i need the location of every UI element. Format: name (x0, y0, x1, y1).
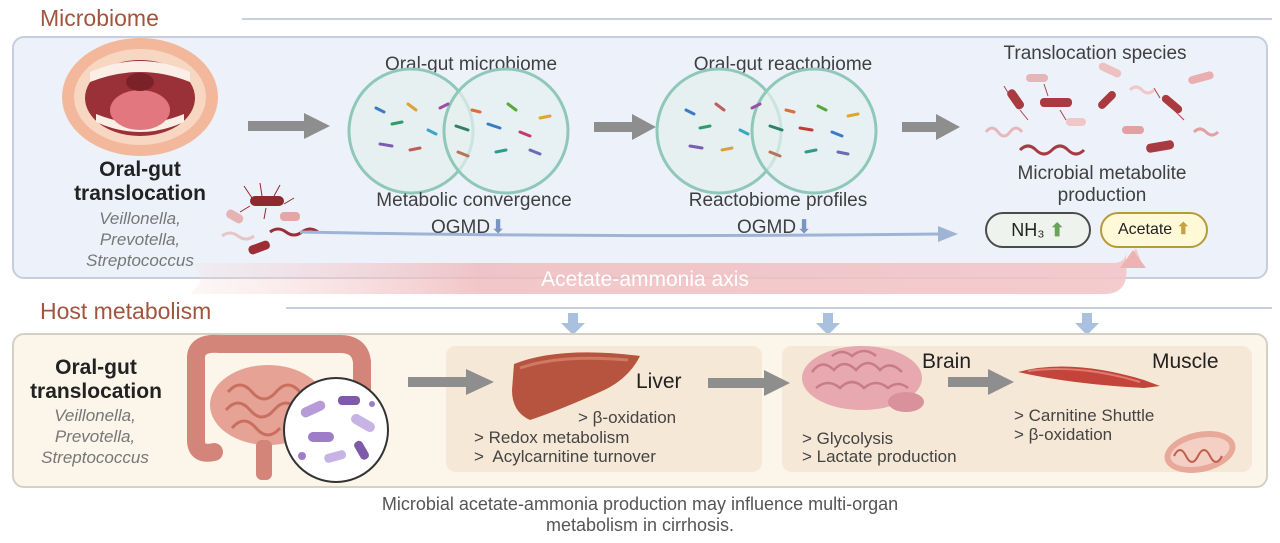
microbiome-caption: Metabolic convergence (376, 190, 572, 211)
species-streptococcus: Streptococcus (41, 448, 149, 467)
acetate-label: Acetate (1117, 221, 1173, 238)
section-title-host: Host metabolism (40, 298, 212, 324)
figure-caption: Microbial acetate-ammonia production may… (0, 494, 1280, 536)
section-rule-bottom (286, 307, 1272, 309)
arrow-liver-to-brain (708, 378, 766, 388)
species-prevotella: Prevotella, (99, 230, 181, 249)
reactobiome-ogmd-label: OGMD (737, 217, 797, 238)
section-rule-top (242, 18, 1272, 20)
species-veillonella: Veillonella, (99, 209, 181, 228)
species-streptococcus: Streptococcus (86, 251, 194, 270)
liver-label: Liver (636, 370, 682, 393)
arrow-translocation-to-metabolites (299, 230, 941, 238)
acetate-badge: Acetate ⬆ (1100, 212, 1208, 248)
brain-item-glycolysis: > Glycolysis (802, 429, 894, 448)
arrow-mouth-to-microbiome (248, 121, 306, 131)
metabolite-production-label: Microbial metabolite production (1017, 163, 1187, 206)
bottom-translocation-label: Oral-gut translocation (30, 356, 162, 403)
liver-item-redox: > Redox metabolism (474, 428, 630, 447)
species-prevotella: Prevotella, (54, 427, 136, 446)
microbiome-ogmd-label: OGMD (431, 217, 491, 238)
top-species-list: Veillonella, Prevotella, Streptococcus (55, 208, 225, 271)
section-title-microbiome: Microbiome (40, 5, 159, 31)
up-arrow-icon: ⬆ (1049, 220, 1065, 240)
arrow-microbiome-to-reactobiome (594, 122, 634, 132)
axis-band-arrowhead (1120, 250, 1146, 268)
muscle-label: Muscle (1152, 350, 1219, 373)
brain-label: Brain (922, 350, 972, 373)
reactobiome-ogmd: OGMD⬇ (737, 216, 812, 239)
translocation-species-title: Translocation species (1003, 43, 1187, 64)
caption-line-2: metabolism in cirrhosis. (545, 515, 735, 535)
nh3-label: NH₃ (1011, 220, 1045, 240)
muscle-item-carnitine: > Carnitine Shuttle (1014, 406, 1155, 425)
liver-item-acylcarnitine: > Acylcarnitine turnover (474, 447, 656, 466)
axis-band (190, 248, 1142, 294)
axis-label: Acetate-ammonia axis (541, 268, 749, 291)
arrow-gut-to-liver (408, 377, 468, 387)
muscle-item-beta-oxidation: > β-oxidation (1014, 425, 1113, 444)
up-arrow-icon: ⬆ (1176, 221, 1191, 238)
top-translocation-label: Oral-gut translocation (74, 158, 206, 205)
species-veillonella: Veillonella, (54, 406, 136, 425)
arrow-brain-to-muscle (948, 377, 990, 387)
reactobiome-caption: Reactobiome profiles (688, 190, 868, 211)
brain-item-lactate: > Lactate production (802, 447, 957, 466)
down-arrow-icon: ⬇ (490, 217, 507, 238)
arrow-reactobiome-to-species (902, 122, 938, 132)
liver-item-beta-oxidation: > β-oxidation (578, 408, 677, 427)
down-arrow-icon: ⬇ (796, 217, 813, 238)
caption-line-1: Microbial acetate-ammonia production may… (381, 494, 899, 514)
bottom-species-list: Veillonella, Prevotella, Streptococcus (10, 405, 180, 468)
nh3-badge: NH₃ ⬆ (985, 212, 1091, 248)
microbiome-ogmd: OGMD⬇ (431, 216, 506, 239)
